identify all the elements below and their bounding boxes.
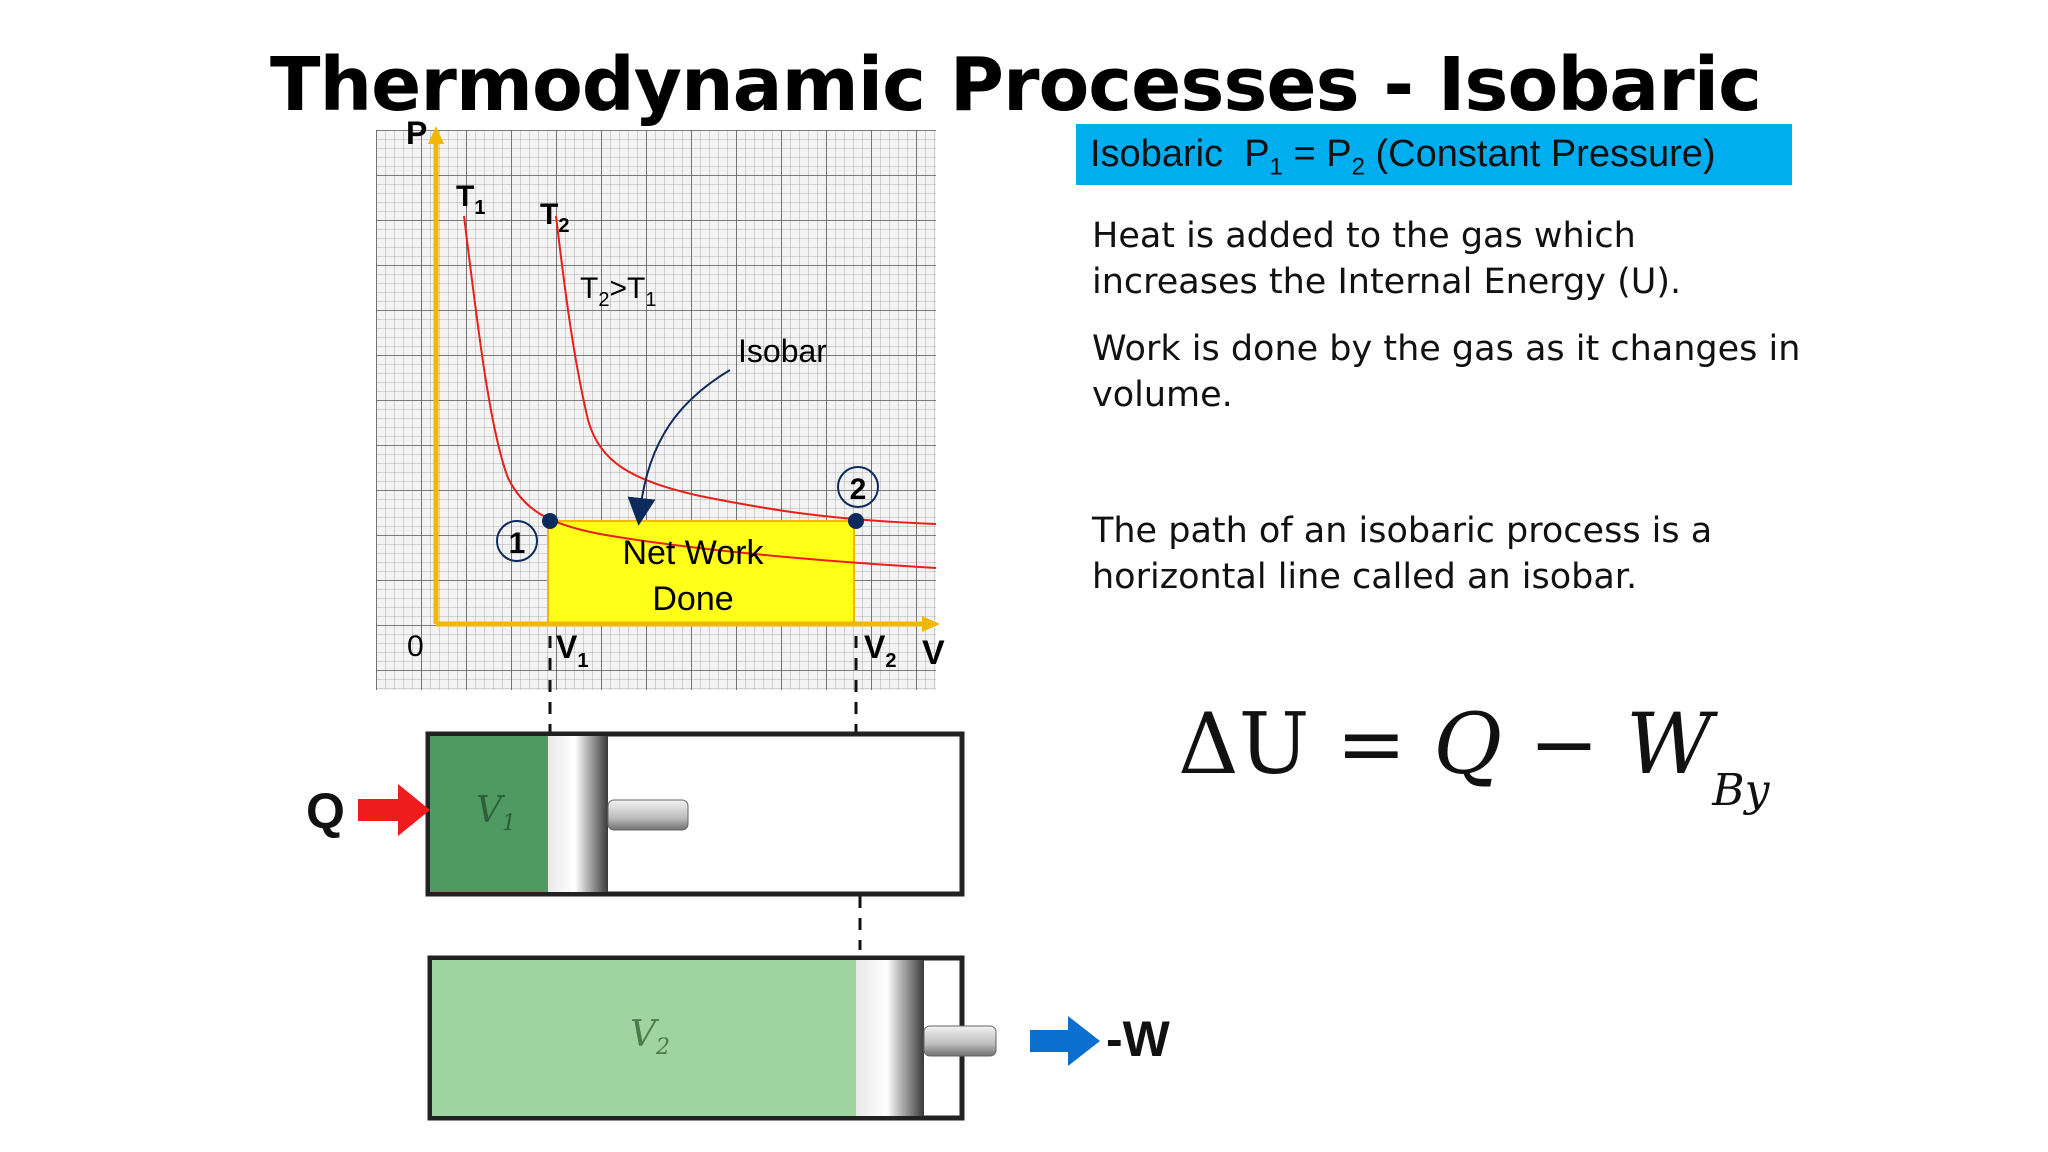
banner-p2: P: [1326, 133, 1352, 175]
paragraph-isobar-path: The path of an isobaric process is a hor…: [1092, 511, 1713, 597]
net-work-label-line1: Net Work: [622, 534, 764, 572]
heat-arrow: [358, 784, 430, 836]
piston-initial: [548, 736, 608, 892]
point-label-1: 1: [509, 527, 526, 560]
state-marker-2: [837, 466, 879, 508]
slide-title: Thermodynamic Processes - Isobaric: [270, 42, 1762, 128]
net-work-label-line2: Done: [652, 580, 733, 618]
pv-axes: [428, 126, 940, 632]
work-label: -W: [1106, 1011, 1171, 1067]
equation-delta-u: ΔU: [1178, 695, 1310, 793]
cylinder-final: V2: [427, 955, 997, 1121]
axis-label-p: P: [406, 115, 427, 151]
point-label-2: 2: [850, 473, 867, 506]
banner-note: (Constant Pressure): [1375, 133, 1716, 175]
origin-label: 0: [407, 630, 424, 663]
paragraph-work-done: Work is done by the gas as it changes in…: [1092, 329, 1801, 415]
state-point-2: [848, 513, 864, 529]
piston-rod-initial: [607, 799, 689, 831]
first-law-equation: ΔU = Q − WBy: [1178, 695, 1769, 816]
label-t1: T1: [456, 180, 485, 219]
label-v1: V1: [556, 629, 588, 672]
label-v2: V2: [864, 629, 896, 672]
gas-label-v2: V2: [630, 1014, 670, 1060]
equation-equals: =: [1336, 695, 1407, 793]
isobar-pointer: [627, 369, 731, 526]
equation-w: W: [1625, 695, 1713, 793]
banner-label: Isobaric: [1090, 133, 1224, 175]
net-work-area: [547, 520, 855, 624]
graph-paper: [376, 130, 936, 690]
isotherm-t2: [555, 215, 937, 525]
isobar-label: Isobar: [738, 333, 827, 369]
state-marker-1: [496, 520, 538, 562]
gas-label-v1: V1: [476, 790, 516, 836]
equation-w-subscript: By: [1712, 765, 1770, 816]
cylinder-initial: V1: [425, 731, 965, 897]
banner-p1: P: [1244, 133, 1270, 175]
label-t2-gt-t1: T2>T1: [580, 272, 656, 311]
equation-q: Q: [1433, 695, 1503, 793]
piston-final: [856, 960, 924, 1116]
state-point-1: [542, 513, 558, 529]
paragraph-heat-added: Heat is added to the gas which increases…: [1092, 216, 1682, 302]
work-arrow: [1030, 1016, 1100, 1066]
heat-label: Q: [306, 783, 345, 839]
banner-p1-sub: 1: [1269, 153, 1283, 181]
axis-label-v: V: [922, 634, 945, 672]
projection-lines: [548, 636, 862, 950]
equation-minus: −: [1528, 695, 1600, 793]
banner-equals: =: [1293, 133, 1316, 175]
gas-volume-v1: [430, 736, 548, 892]
gas-volume-v2: [432, 960, 856, 1116]
banner-p2-sub: 2: [1351, 153, 1365, 181]
label-t2: T2: [540, 198, 569, 237]
piston-rod-final: [923, 1025, 997, 1057]
isobaric-banner: Isobaric P1 = P2 (Constant Pressure): [1076, 124, 1792, 185]
